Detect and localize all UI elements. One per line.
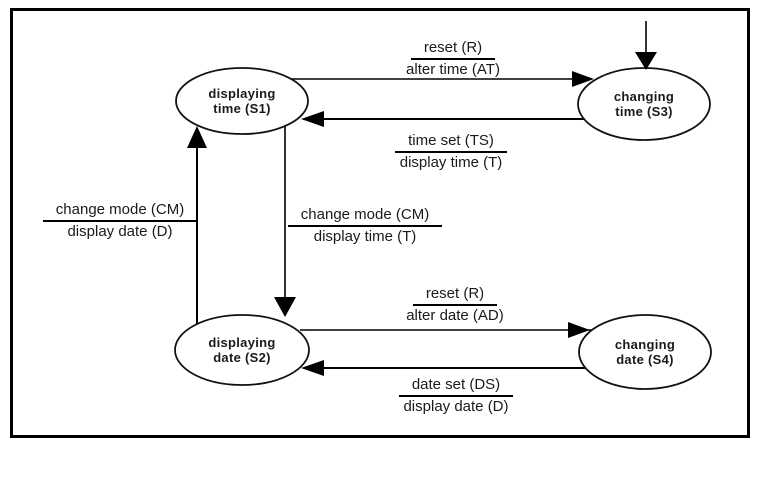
state-name-line: changing [614, 337, 676, 352]
transition-event: time set (TS) [395, 131, 507, 153]
arrowhead-s2-s4 [568, 322, 590, 338]
transition-label-s1-s3: reset (R) alter time (AT) [363, 38, 543, 79]
state-ellipse-s4 [578, 314, 712, 390]
state-name-line: displaying [208, 86, 276, 101]
arrowhead-s1-s2 [274, 297, 296, 317]
arrowhead-s2-s1 [187, 126, 207, 148]
arrowhead-s3-s1 [301, 111, 324, 127]
initial-arrowhead [635, 52, 657, 70]
arrowhead-s1-s3 [572, 71, 594, 87]
transition-action: display time (T) [313, 228, 417, 245]
transition-event: date set (DS) [398, 375, 514, 397]
transition-action: alter time (AT) [406, 61, 500, 78]
state-name-line: time (S1) [213, 101, 271, 116]
transition-label-s2-s4: reset (R) alter date (AD) [365, 284, 545, 325]
transition-event: reset (R) [410, 38, 496, 60]
transition-action: display time (T) [399, 154, 503, 171]
state-ellipse-s2 [174, 314, 310, 386]
state-name-line: changing [613, 89, 675, 104]
arrowhead-s4-s2 [301, 360, 324, 376]
transition-event: reset (R) [412, 284, 498, 306]
state-label-s4: changing date (S4) [585, 337, 705, 367]
transition-event: change mode (CM) [287, 205, 443, 227]
state-name-line: time (S3) [615, 104, 673, 119]
transition-label-s4-s2: date set (DS) display date (D) [366, 375, 546, 416]
state-name-line: date (S2) [213, 350, 271, 365]
transition-label-s1-s2: change mode (CM) display time (T) [275, 205, 455, 246]
state-label-s2: displaying date (S2) [182, 335, 302, 365]
state-ellipse-s1 [175, 67, 309, 135]
transition-label-s2-s1: change mode (CM) display date (D) [30, 200, 210, 241]
transition-event: change mode (CM) [42, 200, 198, 222]
transition-action: display date (D) [67, 223, 173, 240]
state-label-s3: changing time (S3) [584, 89, 704, 119]
transition-action: alter date (AD) [406, 307, 504, 324]
transition-action: display date (D) [403, 398, 509, 415]
transition-label-s3-s1: time set (TS) display time (T) [361, 131, 541, 172]
state-ellipse-s3 [577, 67, 711, 141]
state-name-line: date (S4) [616, 352, 674, 367]
state-label-s1: displaying time (S1) [182, 86, 302, 116]
state-name-line: displaying [208, 335, 276, 350]
